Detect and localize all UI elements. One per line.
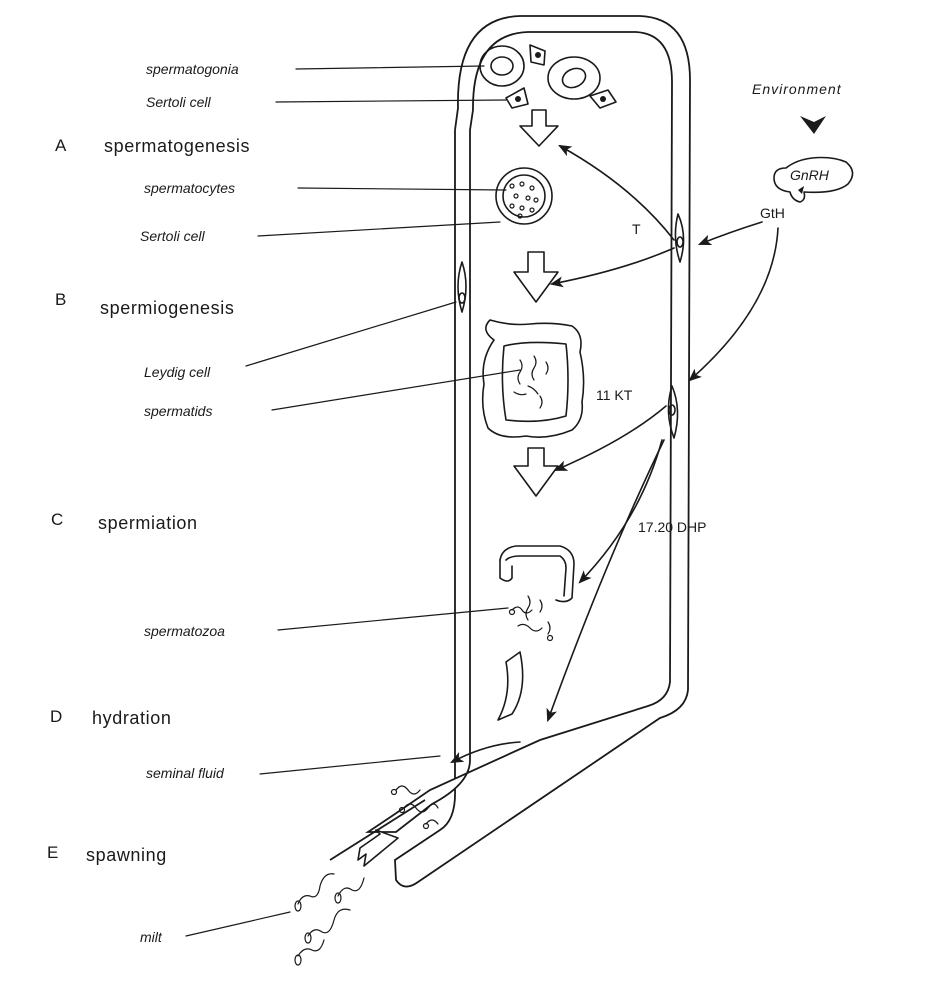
stage-e-letter: E (47, 843, 58, 862)
label-spermatogonia: spermatogonia (146, 61, 239, 77)
lumen-wall (368, 32, 672, 832)
gth-arrow-to-leydig-1 (700, 222, 762, 244)
label-spermatocytes: spermatocytes (144, 180, 235, 196)
stage-c-letter: C (51, 510, 63, 529)
stage-e-name: spawning (86, 845, 167, 865)
stage-a-name: spermatogenesis (104, 136, 250, 156)
gth-arrow-to-leydig-2 (690, 228, 778, 380)
label-leydig-cell: Leydig cell (144, 364, 211, 380)
label-seminal-fluid: seminal fluid (146, 765, 225, 781)
stage-c-name: spermiation (98, 513, 198, 533)
lobule-walls (330, 16, 690, 887)
label-sertoli-cell-2: Sertoli cell (140, 228, 205, 244)
label-milt: milt (140, 929, 163, 945)
label-environment: Environment (752, 81, 842, 97)
stage-d-letter: D (50, 707, 62, 726)
label-11kt: 11 KT (596, 387, 633, 403)
label-sertoli-cell-1: Sertoli cell (146, 94, 211, 110)
label-spermatozoa: spermatozoa (144, 623, 225, 639)
gnrh-mark (798, 186, 804, 194)
label-gnrh: GnRH (790, 167, 830, 183)
milt-sperm (295, 874, 364, 965)
label-spermatids: spermatids (144, 403, 212, 419)
label-gth: GtH (760, 205, 785, 221)
stage-arrow-e (358, 830, 398, 866)
stage-b-letter: B (55, 290, 66, 309)
label-t: T (632, 221, 641, 237)
stage-a-letter: A (55, 136, 67, 155)
label-17-20-dhp: 17.20 DHP (638, 519, 706, 535)
stage-b-name: spermiogenesis (100, 298, 234, 318)
stage-d-name: hydration (92, 708, 171, 728)
environment-arrow (800, 116, 826, 134)
